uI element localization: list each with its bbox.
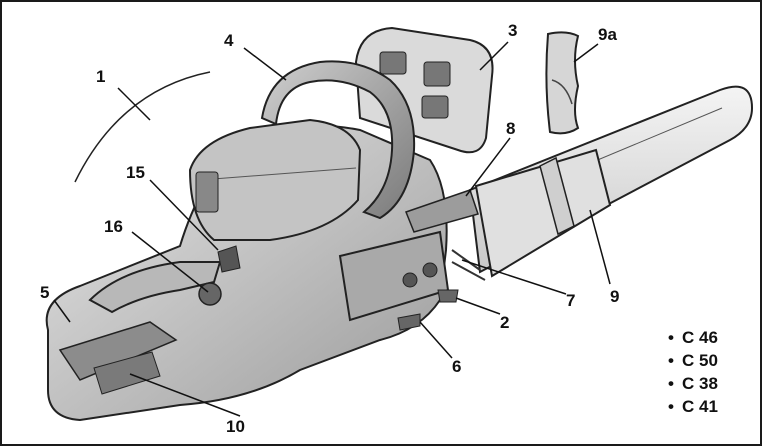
callout-15: 15 bbox=[126, 163, 145, 182]
bar-nut bbox=[422, 262, 438, 278]
leader-2 bbox=[455, 297, 501, 315]
callout-3: 3 bbox=[508, 21, 517, 40]
bullet: • bbox=[668, 328, 674, 347]
leader-9a bbox=[573, 43, 599, 63]
model-item: • C 46 bbox=[668, 326, 754, 349]
bullet: • bbox=[668, 397, 674, 416]
callout-2: 2 bbox=[500, 313, 509, 332]
guard-slot bbox=[421, 95, 449, 119]
callout-10: 10 bbox=[226, 417, 245, 436]
leader-5 bbox=[53, 299, 71, 323]
leader-16 bbox=[131, 231, 209, 293]
engine-cover bbox=[188, 118, 362, 241]
leader-4 bbox=[243, 47, 287, 81]
leader-15 bbox=[149, 179, 219, 251]
model-item: • C 41 bbox=[668, 395, 754, 418]
bullet: • bbox=[668, 351, 674, 370]
guard-slot bbox=[379, 51, 407, 75]
bar-nut bbox=[402, 272, 418, 288]
leader-9 bbox=[589, 209, 611, 285]
model-list: • C 46 • C 50 • C 38 • C 41 bbox=[668, 326, 754, 418]
chain-catcher bbox=[397, 313, 421, 331]
callout-9: 9 bbox=[610, 287, 619, 306]
model-item: • C 50 bbox=[668, 349, 754, 372]
chain bbox=[451, 249, 486, 281]
end-piece-notch bbox=[551, 79, 573, 105]
model-name: C 38 bbox=[682, 374, 718, 393]
callout-5: 5 bbox=[40, 283, 49, 302]
callout-1: 1 bbox=[96, 67, 105, 86]
scabbard-strap bbox=[539, 156, 575, 236]
front-handle bbox=[260, 60, 416, 220]
bucking-spike bbox=[437, 289, 459, 303]
leader-7 bbox=[461, 259, 567, 295]
callout-7: 7 bbox=[566, 291, 575, 310]
label-plate bbox=[93, 351, 161, 395]
leader-6 bbox=[419, 321, 453, 359]
guard-slot bbox=[423, 61, 451, 87]
leader-8 bbox=[465, 137, 511, 197]
callout-8: 8 bbox=[506, 119, 515, 138]
leader-10 bbox=[129, 373, 241, 417]
handle-loop bbox=[58, 321, 178, 381]
bullet: • bbox=[668, 374, 674, 393]
kickback-arc bbox=[74, 71, 211, 183]
throttle-lock bbox=[195, 171, 219, 213]
callout-16: 16 bbox=[104, 217, 123, 236]
callout-6: 6 bbox=[452, 357, 461, 376]
callout-9a: 9a bbox=[598, 25, 617, 44]
chain-brake bbox=[405, 189, 479, 233]
scabbard-end-piece bbox=[545, 31, 580, 135]
model-name: C 41 bbox=[682, 397, 718, 416]
choke-knob bbox=[198, 282, 222, 306]
model-name: C 46 bbox=[682, 328, 718, 347]
callout-4: 4 bbox=[224, 31, 234, 50]
stop-switch bbox=[217, 245, 241, 273]
leader-3 bbox=[479, 41, 509, 71]
cover-line bbox=[199, 167, 357, 181]
model-item: • C 38 bbox=[668, 372, 754, 395]
leader-lines bbox=[53, 41, 611, 417]
model-name: C 50 bbox=[682, 351, 718, 370]
leader-1 bbox=[117, 87, 151, 121]
